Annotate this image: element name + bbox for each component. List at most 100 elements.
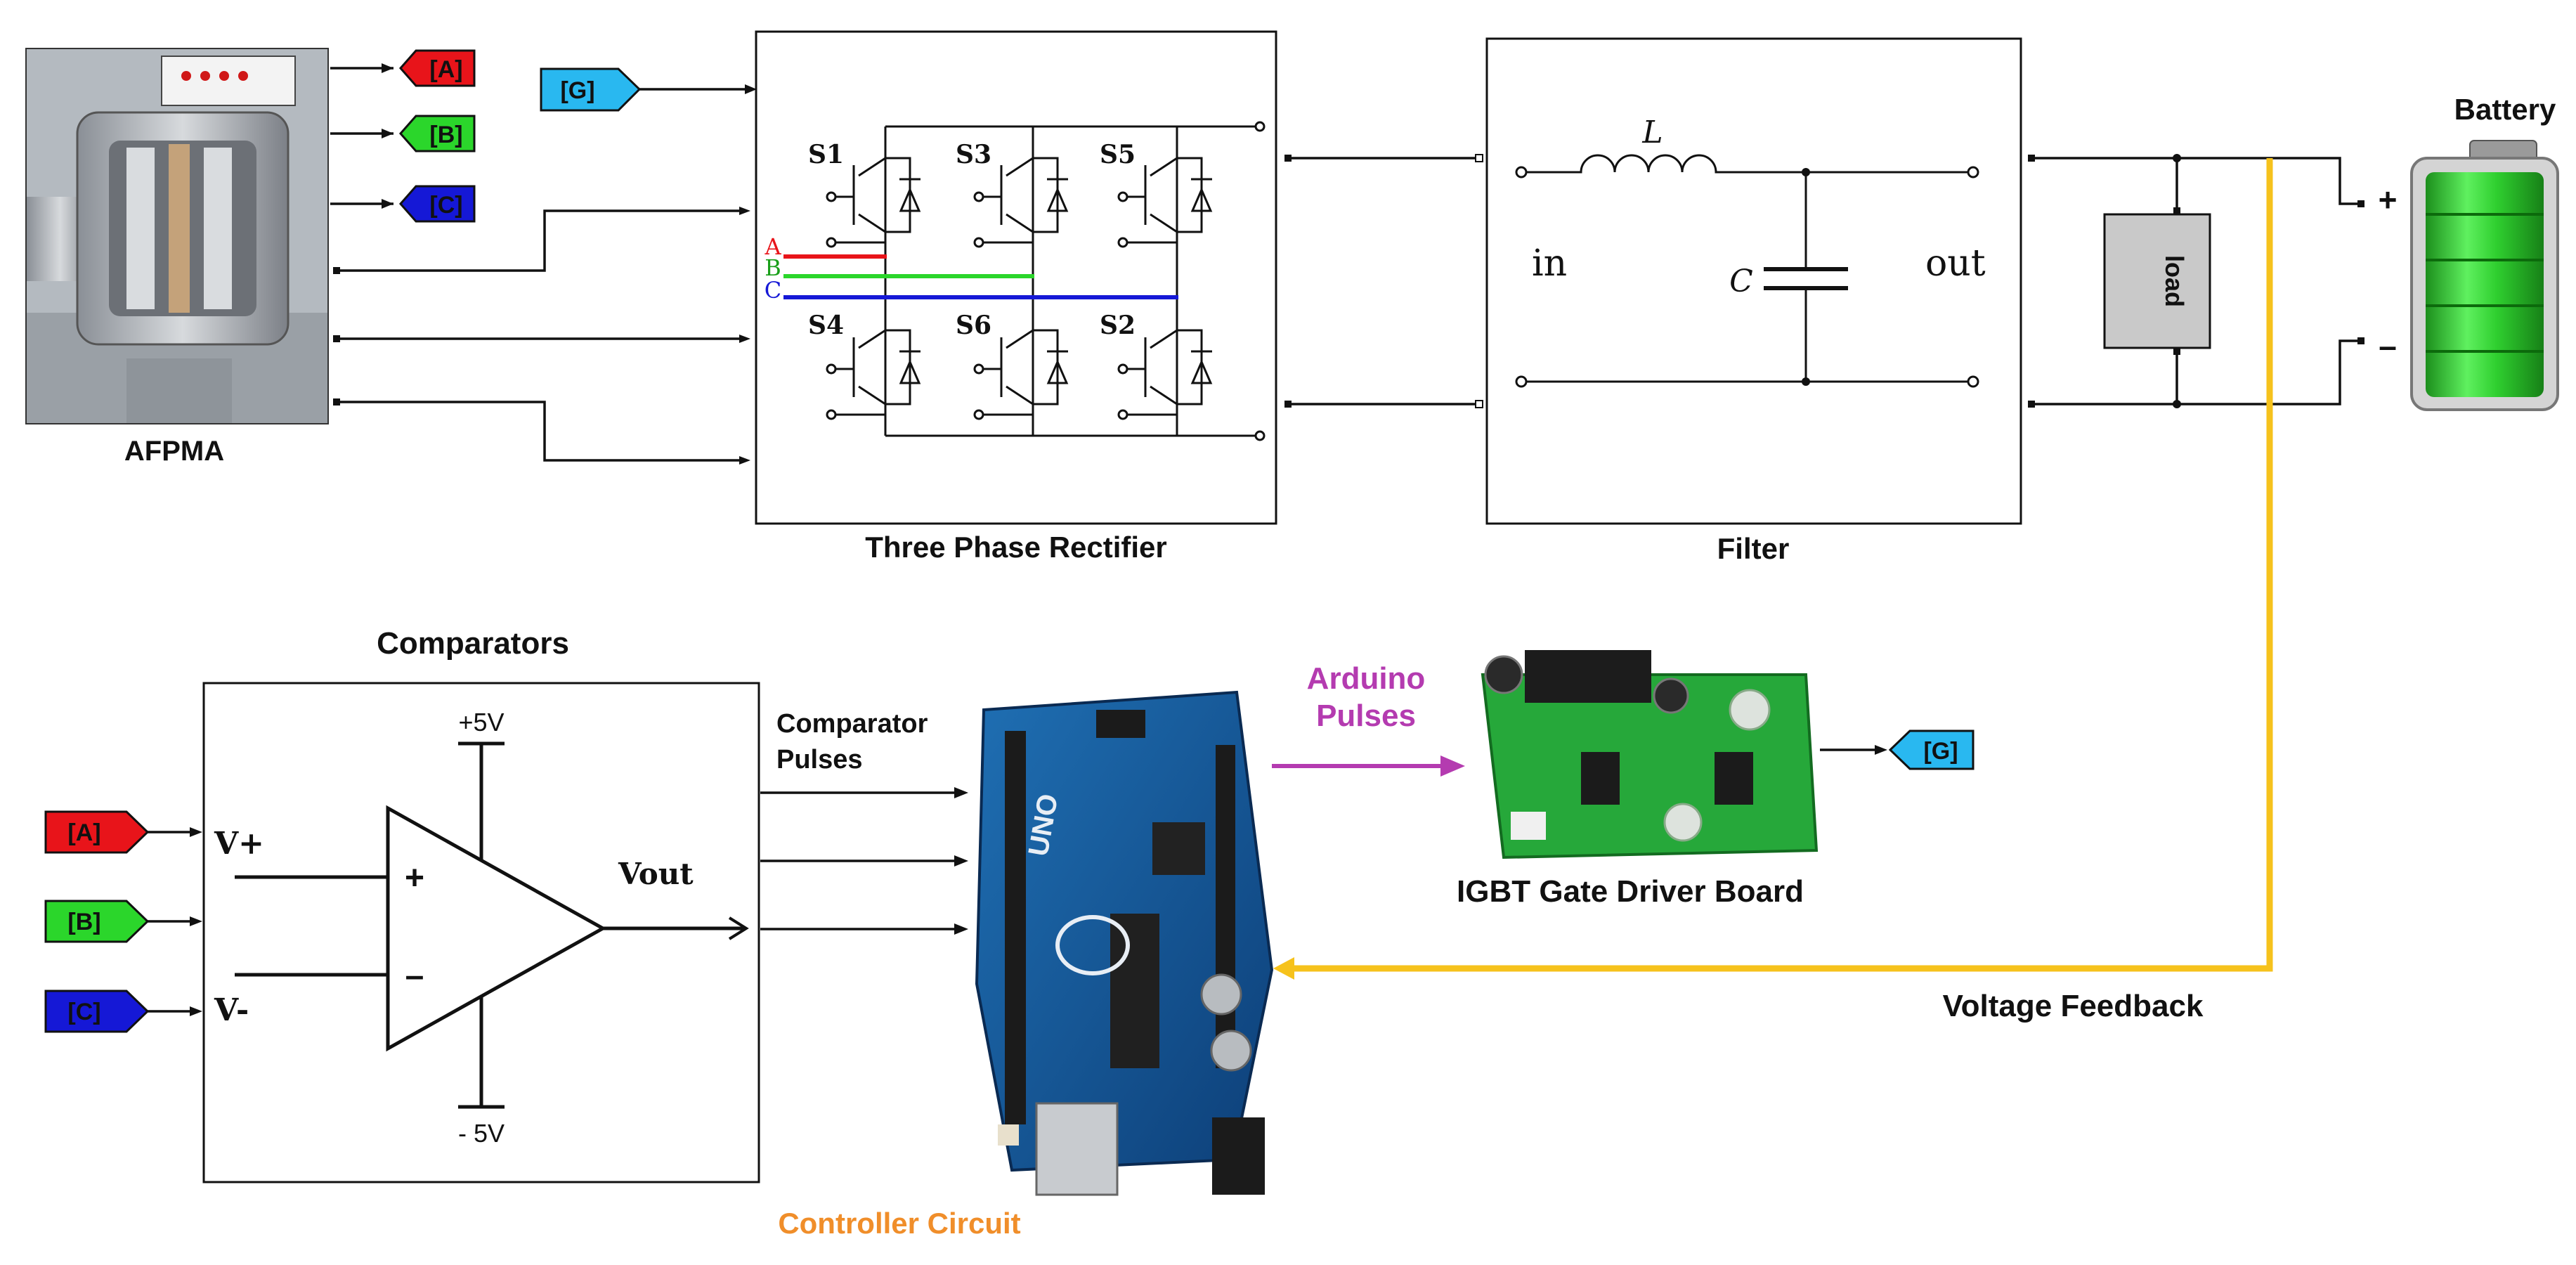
gate-terminal	[1117, 409, 1128, 420]
terminal-dot	[219, 71, 229, 81]
rectifier-leg-2	[973, 126, 1069, 436]
tag-b-text: [B]	[429, 122, 462, 148]
dc-terminal	[1254, 430, 1266, 441]
rectifier-to-filter-wires	[1284, 154, 1483, 408]
rectifier-leg-3	[1117, 126, 1213, 436]
tag-c-text: [C]	[429, 192, 462, 219]
gate-terminal	[973, 191, 984, 202]
arrow-icon	[1273, 957, 1294, 980]
filter-input-label: in	[1532, 242, 1567, 285]
afpma-phase-taps	[330, 63, 393, 209]
igbt-gate-driver: IGBT Gate Driver Board	[1457, 650, 1887, 909]
filter-to-load-wires	[2028, 154, 2364, 408]
driver-ic-chip	[1581, 752, 1620, 805]
phase-wire-3	[340, 401, 746, 462]
tag-c-text: [C]	[67, 999, 100, 1025]
igbt-icon	[836, 157, 886, 233]
rectifier-leg-1	[826, 126, 921, 436]
tag-c-shape	[44, 990, 150, 1033]
filter-label: Filter	[1717, 532, 1790, 565]
rotor-disc	[204, 148, 232, 309]
rotor-disc	[126, 148, 155, 309]
tag-b-goto: [B]	[399, 115, 476, 153]
pin-header	[1005, 731, 1026, 1124]
tag-a-goto: [A]	[399, 49, 476, 87]
igbt-icon	[984, 157, 1034, 233]
arrow-icon	[739, 456, 750, 465]
igbt-icon	[1128, 157, 1178, 233]
battery-plus-label: +	[2379, 181, 2398, 218]
usb-chip	[1152, 822, 1205, 875]
phase-b-label: B	[765, 254, 781, 281]
phase-a-label: A	[764, 233, 781, 260]
inductor-icon	[1526, 154, 1968, 174]
pin-header	[1216, 745, 1235, 1068]
negative-supply-label: - 5V	[458, 1119, 505, 1148]
diode-wire	[1033, 157, 1059, 233]
port-marker	[333, 398, 340, 406]
arrow-icon	[190, 827, 202, 837]
gate-terminal	[1117, 363, 1128, 375]
op-amp-icon	[386, 805, 607, 1052]
tag-g-from-top: [G]	[540, 67, 757, 112]
arrow-icon	[190, 1006, 202, 1016]
lc-filter: L C in out Filter	[1485, 37, 2022, 565]
port-marker	[2357, 337, 2364, 344]
three-phase-rectifier: A B C S1 S3 S5 S4 S6 S2 Three Phase Rect…	[755, 30, 1277, 564]
diode-wire	[885, 157, 911, 233]
rotor-disc	[169, 144, 190, 313]
diode-wire	[885, 329, 911, 406]
filter-terminal	[1515, 375, 1528, 388]
tag-b-from: [B]	[44, 900, 202, 943]
phase-wire-1	[340, 209, 746, 272]
arduino-logo-icon	[1055, 915, 1130, 975]
gate-terminal	[973, 409, 984, 420]
battery: Battery + –	[2379, 93, 2559, 411]
port-marker	[2173, 348, 2180, 355]
arrow-icon	[382, 199, 393, 209]
battery-label: Battery	[2454, 93, 2556, 126]
vout-label: Vout	[618, 857, 694, 891]
filter-terminal	[1967, 375, 1979, 388]
gate-terminal	[973, 237, 984, 248]
diode-icon	[899, 344, 921, 397]
afpma-label: AFPMA	[124, 436, 224, 467]
rectifier-label: Three Phase Rectifier	[865, 531, 1167, 564]
arrow-icon	[728, 916, 749, 940]
nameplate	[161, 56, 296, 106]
tag-a-from: [A]	[44, 810, 202, 854]
voltage-feedback-path: Voltage Feedback	[1273, 158, 2273, 1023]
igbt-icon	[1128, 329, 1178, 406]
load-block: load	[2103, 207, 2211, 355]
igbt-icon	[836, 329, 886, 406]
arrow-icon	[739, 335, 750, 343]
filter-block	[1485, 37, 2022, 525]
capacitor-label: C	[1729, 264, 1753, 299]
port-marker	[1284, 155, 1292, 162]
tag-g-text: [G]	[1923, 738, 1958, 765]
tag-c-from: [C]	[44, 990, 202, 1033]
machine-to-rectifier-wires	[333, 207, 750, 465]
icsp-header	[1096, 710, 1145, 738]
positive-supply-label: +5V	[458, 708, 504, 737]
capacitor-component	[1200, 973, 1242, 1016]
usb-port	[1035, 1102, 1119, 1196]
gate-terminal	[826, 409, 837, 420]
arrow-icon	[382, 63, 393, 73]
switch-label-s2: S2	[1100, 311, 1136, 340]
diode-icon	[1190, 344, 1213, 397]
switch-label-s1: S1	[808, 140, 844, 169]
tag-b-shape	[399, 115, 476, 153]
gate-terminal	[826, 191, 837, 202]
tag-a-text: [A]	[67, 819, 100, 846]
tag-g-shape	[540, 67, 642, 112]
feedback-wire	[1279, 158, 2273, 972]
arduino-pulse-wire: Arduino Pulses	[1272, 661, 1465, 777]
comparator-pulses-label-line1: Comparator	[776, 709, 928, 739]
diode-wire	[1177, 157, 1203, 233]
tag-a-shape	[44, 810, 150, 854]
port-marker	[333, 335, 340, 342]
op-amp-minus-sign: –	[405, 957, 424, 994]
comparator-pulse-wires: Comparator Pulses	[760, 709, 968, 935]
